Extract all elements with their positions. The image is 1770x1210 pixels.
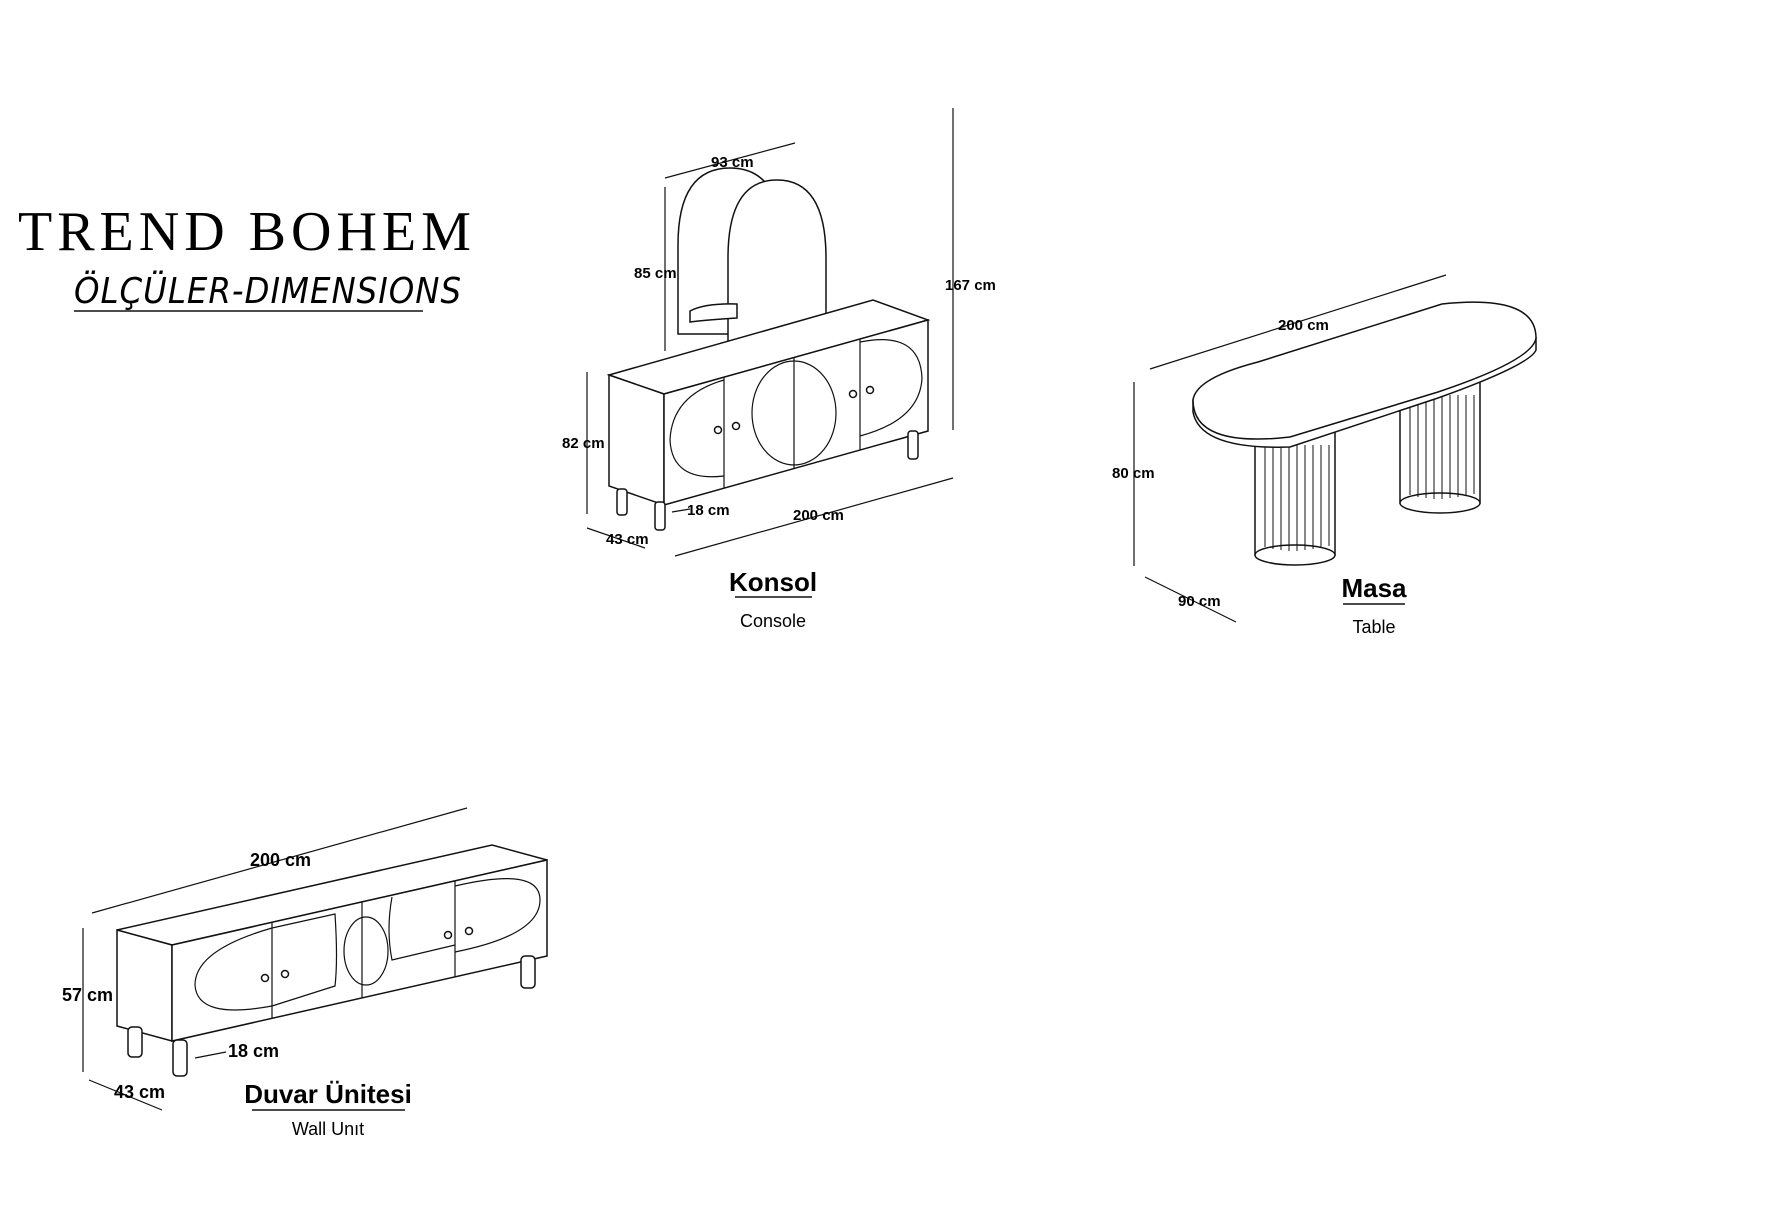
table-length-label: 200 cm — [1278, 317, 1329, 334]
table-front-flutes — [1264, 445, 1330, 551]
wall-unit-left-oval — [194, 927, 273, 1011]
wall-unit-name-en: Wall Unıt — [292, 1119, 364, 1139]
wall-unit-leg-height-label: 18 cm — [228, 1041, 279, 1061]
wall-unit-leg-3 — [520, 955, 536, 989]
wall-unit-knob-4 — [464, 926, 474, 936]
wall-unit-leg-1 — [127, 1026, 143, 1058]
console-knob-4 — [865, 385, 875, 395]
table-back-flutes — [1409, 395, 1475, 499]
wall-unit-dimline-width — [91, 807, 468, 914]
dimensions-subtitle: ÖLÇÜLER-DIMENSIONS — [74, 270, 462, 312]
console-width-label: 200 cm — [793, 507, 844, 524]
wall-unit-center-circle — [343, 916, 389, 986]
console-front — [663, 319, 929, 506]
console-side — [608, 373, 665, 507]
console-center-circle — [751, 360, 837, 466]
wall-unit-knob-1 — [260, 973, 270, 983]
console-name-en: Console — [740, 611, 806, 631]
table-dimline-length — [1149, 274, 1447, 370]
console-dimline-mirror-width — [664, 142, 796, 179]
console-dimline-width — [674, 477, 954, 557]
console-left-oval — [669, 379, 725, 478]
console-dimline-depth — [586, 527, 646, 549]
wall-unit-depth-label: 43 cm — [114, 1082, 165, 1102]
wall-unit-dimline-leg — [194, 1051, 227, 1059]
console-knob-3 — [848, 389, 858, 399]
wall-unit-drawing: 200 cm 57 cm 18 cm 43 cm — [62, 807, 548, 1111]
console-mirror-width-label: 93 cm — [711, 154, 754, 171]
table-name-en: Table — [1352, 617, 1395, 637]
console-body-height-label: 82 cm — [562, 435, 605, 452]
table-front-pedestal-base — [1254, 544, 1336, 566]
table-height-label: 80 cm — [1112, 465, 1155, 482]
wall-unit-right-oval — [454, 877, 541, 953]
wall-unit-front — [171, 859, 548, 1042]
console-knob-1 — [713, 425, 723, 435]
wall-unit-right-inner-panel — [388, 896, 456, 961]
console-dimline-leg — [671, 508, 691, 513]
wall-unit-leg-2 — [172, 1039, 188, 1077]
table-front-pedestal — [1254, 431, 1336, 556]
wall-unit-name: Duvar Ünitesi — [244, 1079, 412, 1109]
wall-unit-dimline-depth — [88, 1079, 163, 1111]
console-right-oval — [859, 339, 923, 437]
console-drawing: 93 cm 85 cm 167 cm 82 cm 18 cm 200 cm 43… — [562, 108, 996, 557]
console-leg-1 — [616, 488, 628, 516]
console-total-height-label: 167 cm — [945, 277, 996, 294]
console-mirror-height-label: 85 cm — [634, 265, 677, 282]
console-mirror-front-arch — [727, 179, 827, 347]
console-leg-height-label: 18 cm — [687, 502, 730, 519]
table-drawing: 200 cm 80 cm 90 cm — [1112, 274, 1537, 623]
console-leg-2 — [654, 501, 666, 531]
console-knob-2 — [731, 421, 741, 431]
table-dimline-width — [1144, 576, 1237, 623]
console-depth-label: 43 cm — [606, 531, 649, 548]
wall-unit-width-label: 200 cm — [250, 850, 311, 870]
console-mirror-shelf — [689, 303, 738, 323]
table-back-pedestal-base — [1399, 492, 1481, 514]
wall-unit-height-label: 57 cm — [62, 985, 113, 1005]
table-top — [1192, 301, 1537, 440]
console-leg-3 — [907, 430, 919, 460]
table-name: Masa — [1341, 573, 1407, 603]
wall-unit-knob-3 — [443, 930, 453, 940]
wall-unit-left-inner-panel — [271, 913, 338, 1007]
wall-unit-side — [116, 929, 173, 1042]
console-name: Konsol — [729, 567, 817, 597]
brand-title: TREND BOHEM — [18, 201, 476, 263]
table-width-label: 90 cm — [1178, 593, 1221, 610]
wall-unit-knob-2 — [280, 969, 290, 979]
